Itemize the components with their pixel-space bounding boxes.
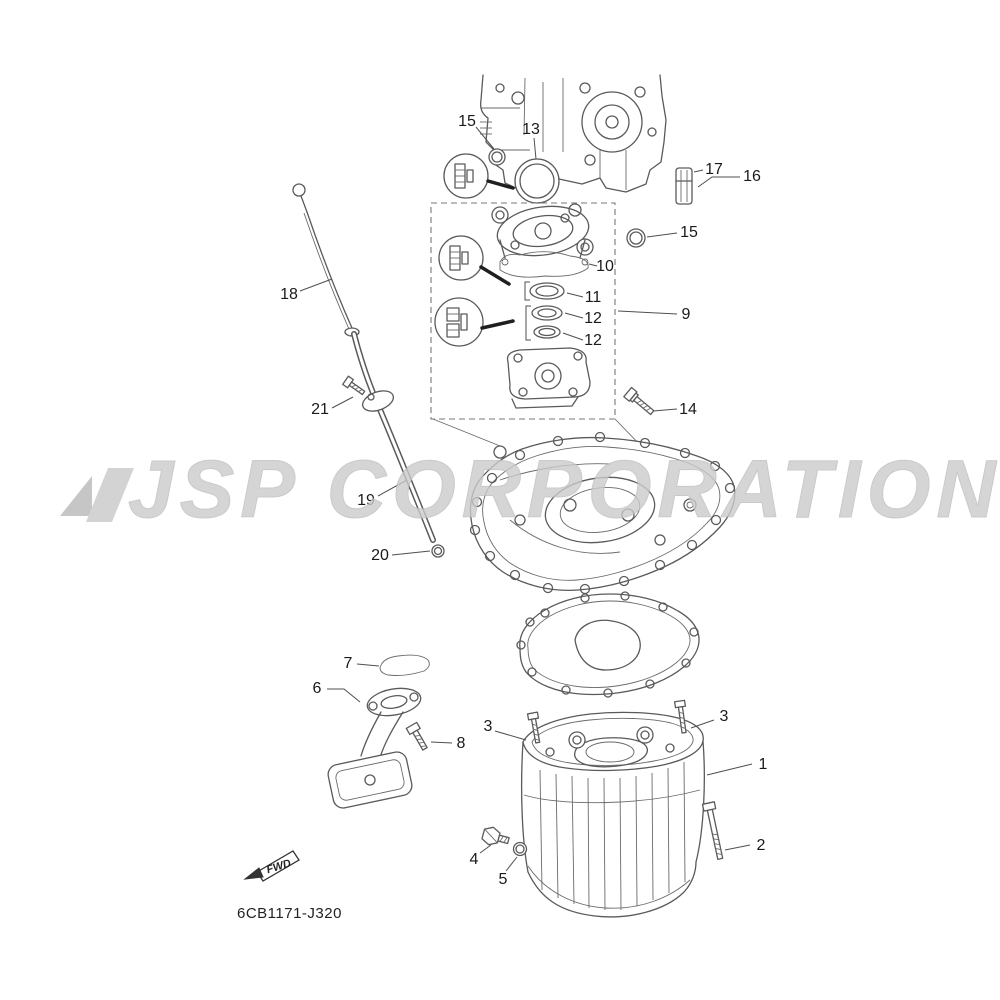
seal-12-lower: [533, 325, 561, 339]
part-label-20: 20: [371, 547, 389, 564]
seal-12-upper: [531, 305, 563, 321]
part-label-4: 4: [470, 851, 479, 868]
upper-pan-bolt-holes: [469, 431, 736, 595]
watermark: JSP CORPORATION: [60, 444, 1000, 536]
o-ring-15-top: [488, 148, 506, 166]
part-label-16: 16: [743, 168, 761, 185]
part-label-3a: 3: [484, 718, 493, 735]
part-label-11: 11: [585, 289, 602, 306]
part-label-6: 6: [313, 680, 322, 697]
bracket-11: [524, 281, 530, 301]
part-label-13: 13: [522, 121, 540, 138]
part-label-19: 19: [357, 492, 375, 509]
dipstick-tube-19: [344, 327, 436, 543]
part-labels: 15 13 17 16 15 10 11 12 12 9 14 18 21 19…: [280, 113, 767, 888]
pump-gasket-10: [499, 251, 589, 278]
detail-circle-b: [438, 235, 511, 286]
part-label-21: 21: [311, 401, 329, 418]
oil-strainer-6: [327, 687, 422, 809]
part-label-9: 9: [682, 306, 691, 323]
strainer-gasket-7: [379, 654, 430, 676]
watermark-logo: [60, 476, 92, 516]
pan-ribs: [539, 761, 686, 911]
bolt-21: [342, 375, 366, 396]
leader-lines: [299, 126, 753, 872]
seal-ring-13: [514, 158, 560, 204]
part-label-18: 18: [280, 286, 298, 303]
bolt-2: [701, 801, 724, 860]
part-label-15b: 15: [680, 224, 698, 241]
part-label-17: 17: [705, 161, 723, 178]
part-label-1: 1: [759, 756, 768, 773]
drain-plug-4: [481, 826, 510, 846]
bolt-3-right: [673, 699, 687, 734]
part-label-12a: 12: [584, 310, 602, 327]
part-label-10: 10: [596, 258, 614, 275]
relation-line-left: [432, 418, 501, 447]
engine-block: [480, 74, 667, 193]
oil-pump-body: [491, 203, 594, 259]
bolt-14: [623, 386, 655, 416]
part-label-5: 5: [499, 871, 508, 888]
bracket-12: [525, 305, 531, 341]
part-label-8: 8: [457, 735, 466, 752]
part-label-2: 2: [757, 837, 766, 854]
assembly-group-box: [430, 202, 616, 420]
seal-11: [529, 282, 565, 300]
o-ring-20: [431, 544, 445, 558]
oil-pump-cover: [506, 347, 591, 409]
bolt-8: [405, 721, 428, 751]
o-ring-15-mid: [626, 228, 646, 248]
part-label-12b: 12: [584, 332, 602, 349]
part-label-7: 7: [344, 655, 353, 672]
plug-gasket-5: [512, 841, 528, 857]
lower-oil-pan: [520, 711, 705, 918]
part-label-15a: 15: [458, 113, 476, 130]
watermark-logo-bar: [86, 468, 134, 522]
fwd-label: FWD: [265, 857, 293, 876]
watermark-text: JSP CORPORATION: [128, 444, 1000, 535]
upper-oil-pan: [469, 431, 736, 595]
dowel-pin-17: [675, 167, 693, 205]
part-label-3b: 3: [720, 708, 729, 725]
dipstick-18: [292, 183, 353, 330]
gasket-bolt-holes: [516, 591, 699, 698]
detail-circle-a: [443, 153, 515, 199]
part-label-14: 14: [679, 401, 697, 418]
pan-gasket: [516, 591, 700, 698]
fwd-marker: FWD: [243, 850, 300, 882]
detail-circle-c: [434, 297, 515, 347]
diagram-code: 6CB1171-J320: [237, 905, 342, 922]
bolt-3-left: [526, 711, 541, 744]
